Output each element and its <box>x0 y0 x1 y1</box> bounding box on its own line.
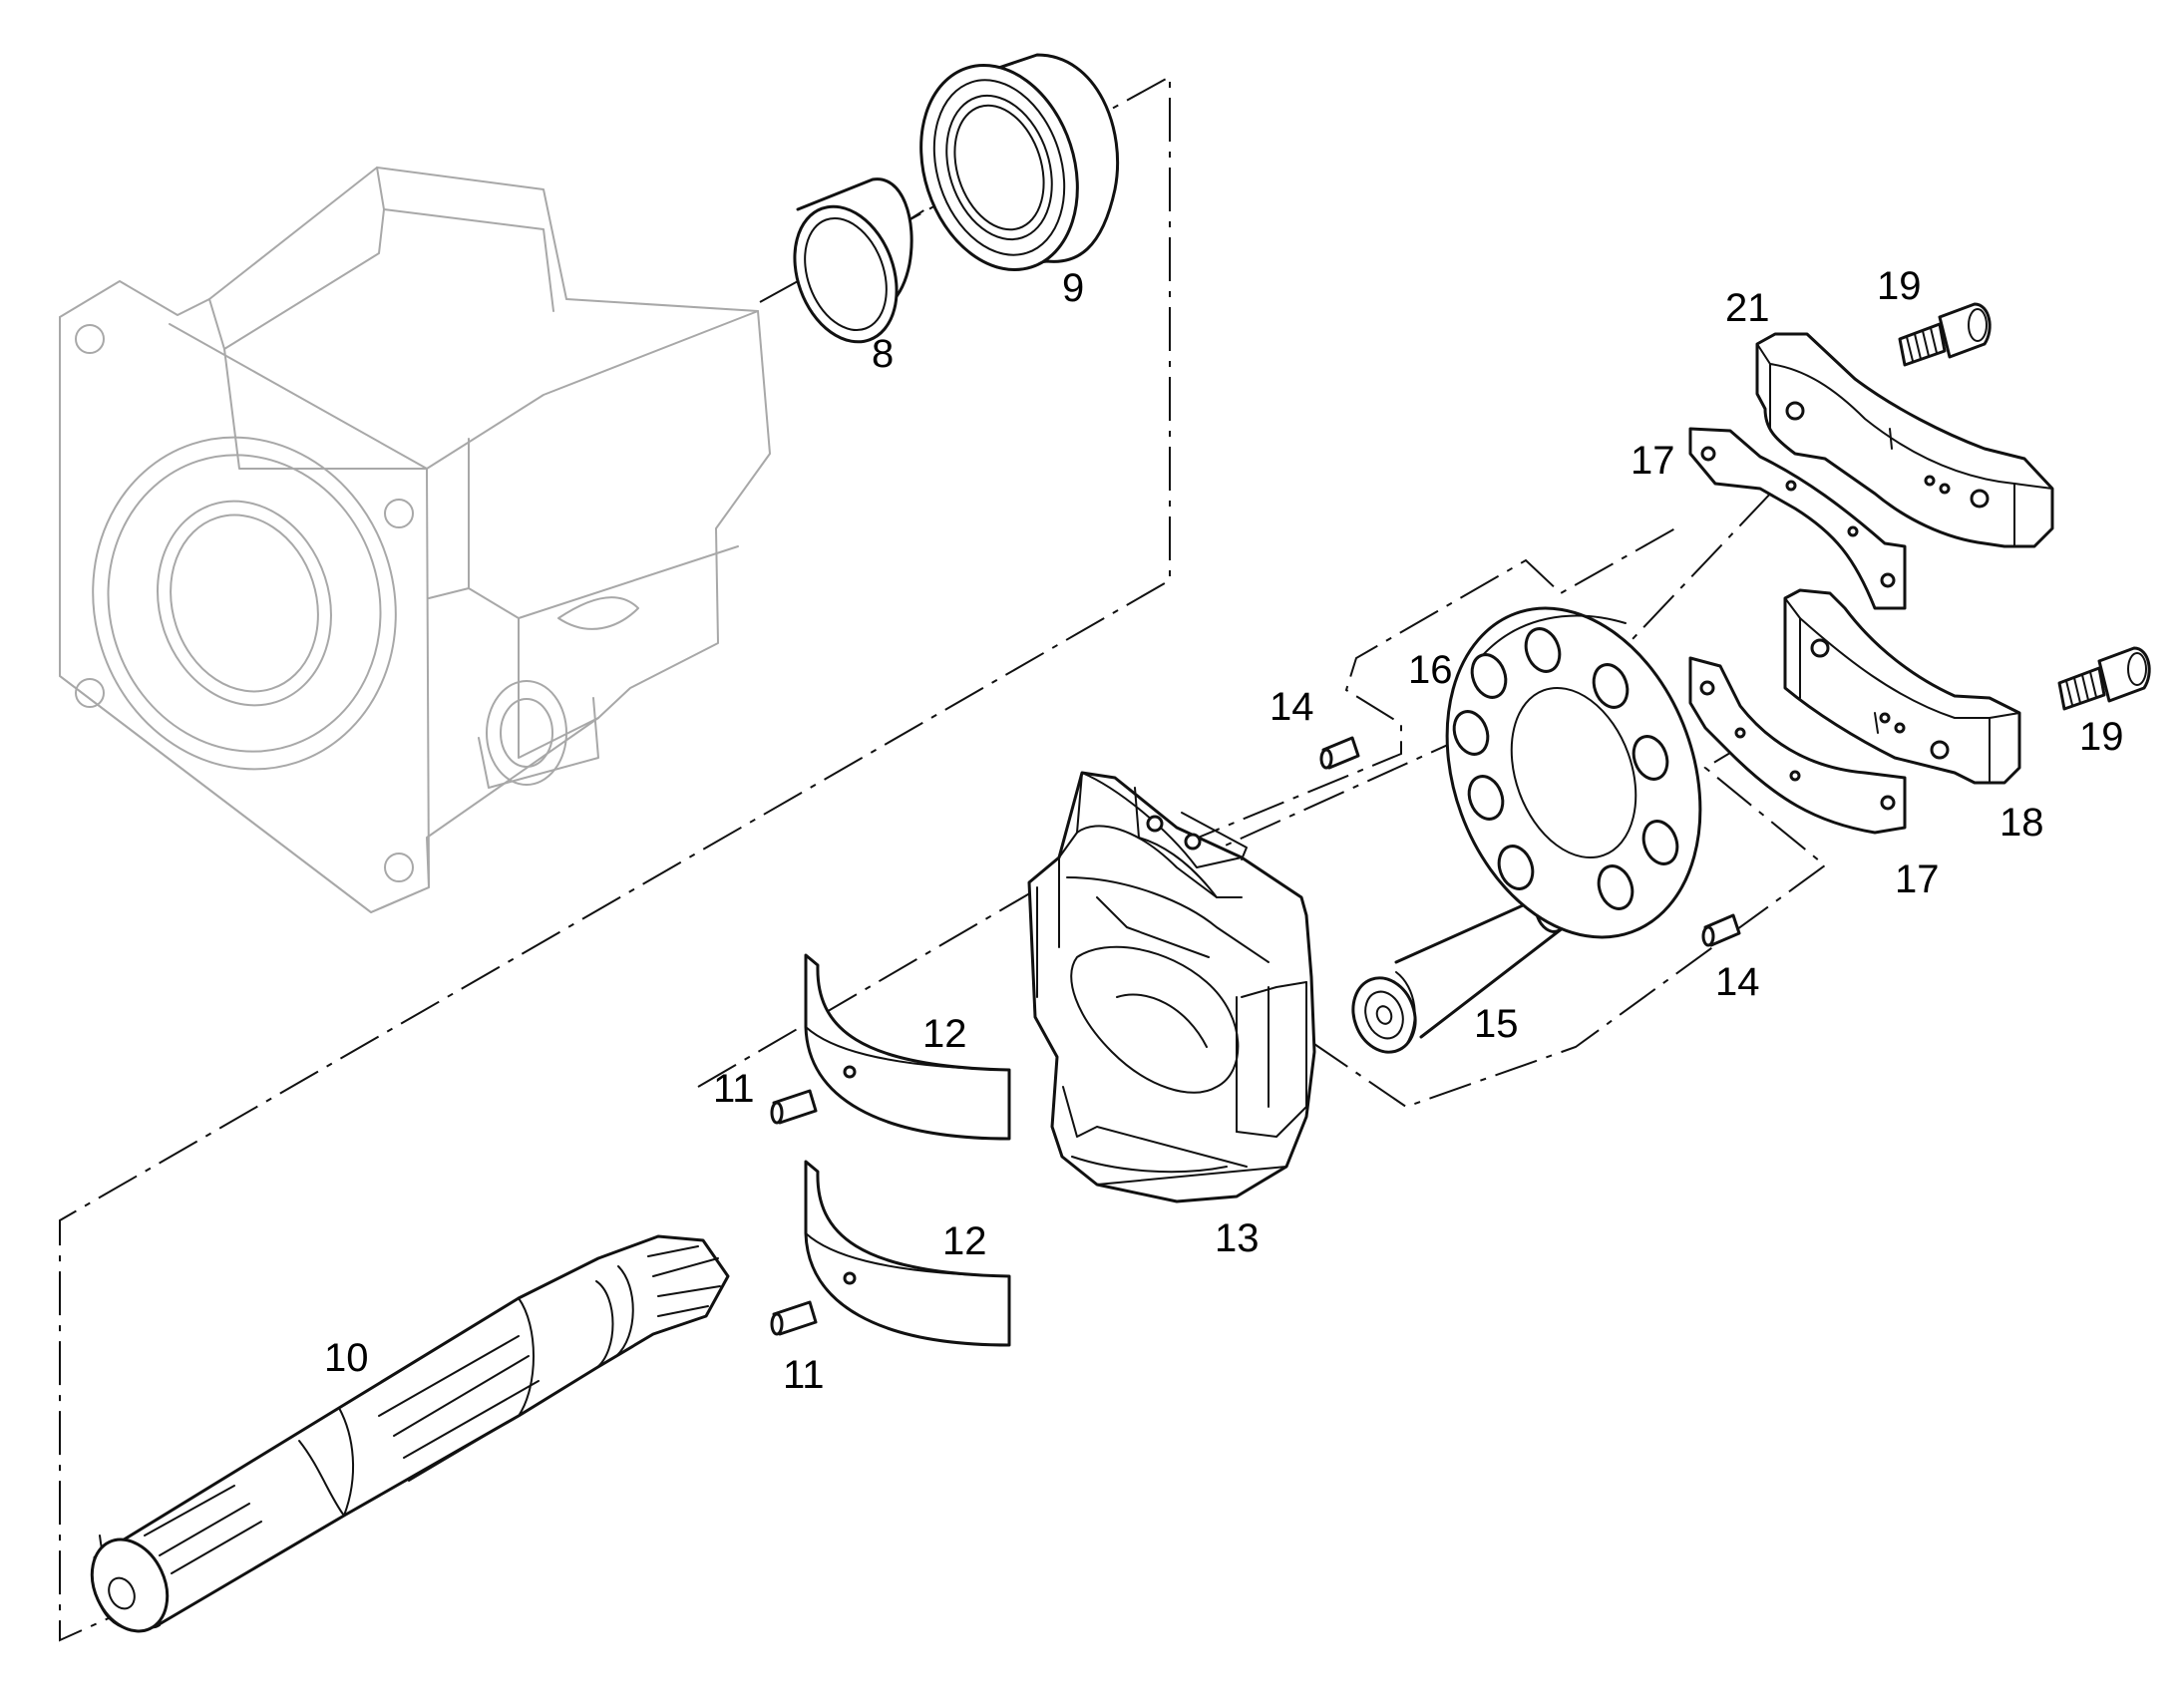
part-14-pin-lower <box>1701 913 1741 947</box>
callout-16: 16 <box>1408 648 1453 692</box>
motor-housing <box>59 167 771 913</box>
callout-13: 13 <box>1215 1216 1260 1260</box>
part-19-screw-lower <box>2057 646 2151 711</box>
part-14-pin-upper <box>1319 736 1360 770</box>
part-21-upper-cap <box>1755 332 2054 548</box>
callout-17-lower: 17 <box>1895 857 1940 901</box>
callout-labels: 8 9 10 11 11 12 12 13 14 14 15 16 17 17 … <box>324 264 2124 1397</box>
part-11-pin-lower <box>770 1300 818 1336</box>
part-12-shell-upper <box>804 953 1011 1141</box>
part-11-pin-upper <box>770 1089 818 1125</box>
part-8-ring <box>793 177 913 344</box>
callout-11-upper: 11 <box>713 1067 755 1111</box>
part-19-screw-upper <box>1898 302 1992 367</box>
part-12-shell-lower <box>804 1160 1011 1347</box>
callout-19-upper: 19 <box>1877 264 1922 308</box>
part-18-lower-cap <box>1783 588 2021 785</box>
part-17-shim-lower <box>1688 656 1907 835</box>
callout-9: 9 <box>1062 266 1084 310</box>
part-9-bearing <box>919 53 1120 272</box>
part-16-retaining-plate <box>1445 606 1702 939</box>
part-13-cradle <box>1027 771 1316 1203</box>
callout-10: 10 <box>324 1336 369 1380</box>
callout-12-upper: 12 <box>922 1012 967 1056</box>
callout-14-lower: 14 <box>1715 960 1760 1004</box>
callout-14-upper: 14 <box>1270 685 1314 729</box>
callout-18: 18 <box>1999 801 2044 845</box>
callout-12-lower: 12 <box>942 1219 987 1263</box>
part-10-shaft <box>90 1234 730 1633</box>
callout-15: 15 <box>1474 1002 1519 1046</box>
callout-19-lower: 19 <box>2079 715 2124 759</box>
callout-21: 21 <box>1725 286 1770 330</box>
part-17-shim-upper <box>1688 427 1907 610</box>
callout-11-lower: 11 <box>783 1353 825 1397</box>
callout-17-upper: 17 <box>1631 439 1675 483</box>
callout-8: 8 <box>872 332 894 376</box>
